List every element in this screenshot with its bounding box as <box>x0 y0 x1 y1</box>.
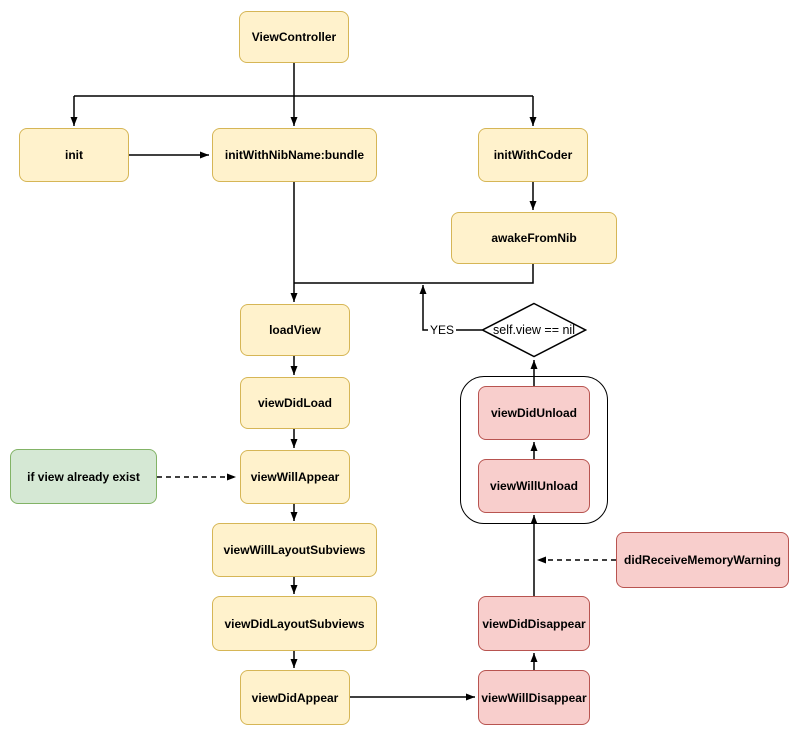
node-viewwillappear: viewWillAppear <box>240 450 350 504</box>
edge-diamond-yes-loop <box>419 285 482 331</box>
edge-label-yes: YES <box>428 323 457 338</box>
node-loadview: loadView <box>240 304 350 356</box>
node-viewdidload: viewDidLoad <box>240 377 350 429</box>
node-if-view-already-exist: if view already exist <box>10 449 157 504</box>
node-didreceivememorywarning: didReceiveMemoryWarning <box>616 532 789 588</box>
node-viewdidappear: viewDidAppear <box>240 670 350 725</box>
node-viewdidunload: viewDidUnload <box>478 386 590 440</box>
node-init: init <box>19 128 129 182</box>
node-viewwilldisappear: viewWillDisappear <box>478 670 590 725</box>
node-viewdiddisappear: viewDidDisappear <box>478 596 590 651</box>
node-viewcontroller: ViewController <box>239 11 349 63</box>
diamond-label: self.view == nil <box>493 323 575 337</box>
node-initwithcoder: initWithCoder <box>478 128 588 182</box>
node-viewwillunload: viewWillUnload <box>478 459 590 513</box>
node-initwithnibname-bundle: initWithNibName:bundle <box>212 128 377 182</box>
node-viewdidlayoutsubviews: viewDidLayoutSubviews <box>212 596 377 651</box>
decision-self-view-nil: self.view == nil <box>480 302 588 358</box>
node-viewwilllayoutsubviews: viewWillLayoutSubviews <box>212 523 377 577</box>
node-awakefromnib: awakeFromNib <box>451 212 617 264</box>
diamond-shape <box>480 302 588 358</box>
edge-awakefromnib-join <box>294 264 534 284</box>
